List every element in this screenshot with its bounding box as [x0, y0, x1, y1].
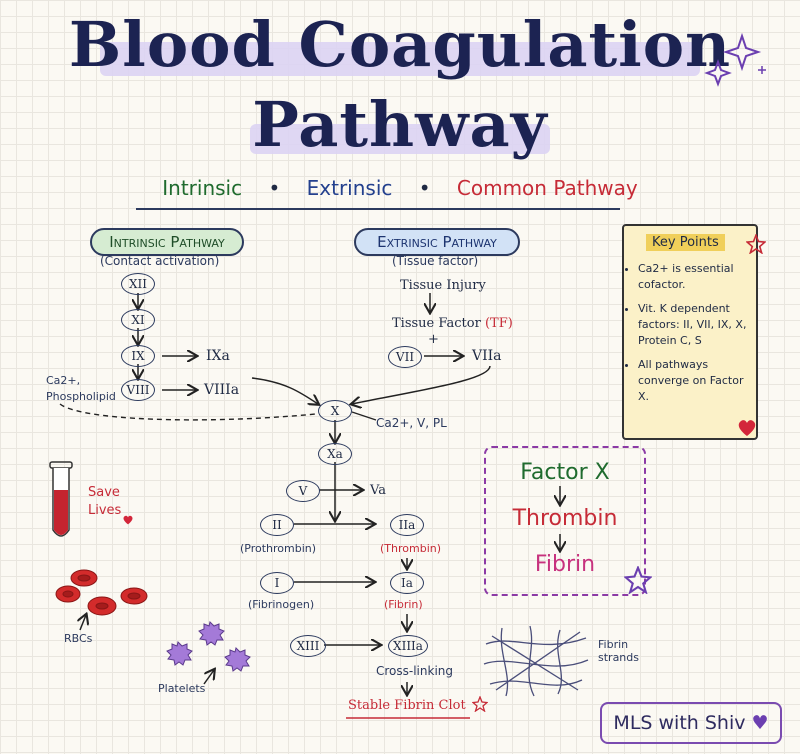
key-point-1: Ca2+ is essential cofactor.: [638, 261, 756, 293]
factor-xiii: XIII: [290, 635, 326, 657]
factor-xa: Xa: [318, 443, 352, 465]
extrinsic-note: (Tissue factor): [392, 254, 479, 268]
star-icon: [624, 566, 652, 594]
title-highlight-1: [100, 42, 700, 76]
tissue-factor-label: Tissue Factor: [392, 316, 481, 331]
thrombin-label: (Thrombin): [380, 542, 442, 555]
factor-ii: II: [260, 514, 294, 536]
factor-ia: Ia: [390, 572, 424, 594]
fibrinogen-label: (Fibrinogen): [248, 598, 315, 611]
subtitle-extrinsic: Extrinsic: [306, 176, 393, 200]
extrinsic-pathway-label: Extrinsic Pathway: [354, 228, 520, 256]
platelets-icon: [166, 621, 251, 672]
page-title-line2: Pathway: [252, 88, 548, 161]
title-highlight-2: [250, 124, 550, 154]
heart-icon: [123, 515, 133, 525]
heart-icon: ♥: [751, 712, 769, 734]
factor-viiia: VIIIa: [204, 382, 240, 398]
extrinsic-plus: +: [428, 332, 439, 347]
factor-x: X: [318, 400, 352, 422]
fibrin-strands-label: Fibrin strands: [598, 638, 639, 664]
credit-text: MLS with Shiv: [613, 712, 746, 734]
factor-xiiia: XIIIa: [388, 635, 428, 657]
fibrin-strands-icon: [483, 625, 589, 697]
intrinsic-pathway-label: Intrinsic Pathway: [90, 228, 244, 256]
page-title-line1: Blood Coagulation: [68, 8, 732, 81]
subtitle: Intrinsic • Extrinsic • Common Pathway: [0, 176, 800, 200]
left-cofactor-pl: Phospholipid: [46, 390, 116, 403]
summary-fibrin: Fibrin: [534, 552, 596, 577]
save-lives-label: Save Lives: [88, 485, 122, 518]
factor-iia: IIa: [390, 514, 424, 536]
sparkles-icon: [704, 32, 766, 87]
tissue-factor-abbr: (TF): [484, 316, 513, 331]
factor-va: Va: [370, 483, 386, 498]
tissue-factor: Tissue Factor (TF): [392, 316, 513, 331]
tissue-injury: Tissue Injury: [400, 278, 486, 293]
factor-vii: VII: [388, 346, 422, 368]
prothrombin-label: (Prothrombin): [240, 542, 317, 555]
heart-icon: [738, 420, 756, 436]
factor-ix: IX: [121, 345, 155, 367]
subtitle-bullet-2: •: [418, 176, 431, 200]
key-point-2: Vit. K dependent factors: II, VII, IX, X…: [638, 301, 756, 349]
key-points-heading: Key Points: [646, 234, 725, 251]
platelets-label: Platelets: [158, 682, 206, 695]
factor-v: V: [286, 480, 320, 502]
fibrin-label: (Fibrin): [384, 598, 423, 611]
subtitle-common: Common Pathway: [456, 176, 638, 200]
factor-ixa: IXa: [206, 348, 230, 364]
factor-xii: XII: [121, 273, 155, 295]
subtitle-underline: [136, 208, 620, 210]
star-icon: [472, 696, 488, 712]
left-cofactor-ca: Ca2+,: [46, 374, 81, 387]
factor-xi: XI: [121, 309, 155, 331]
key-points-box: Key Points Ca2+ is essential cofactor. V…: [622, 224, 758, 440]
factor-viii: VIII: [121, 379, 155, 401]
factor-i: I: [260, 572, 294, 594]
subtitle-bullet-1: •: [268, 176, 281, 200]
summary-box: Factor X Thrombin Fibrin: [484, 446, 646, 596]
test-tube-icon: [49, 461, 73, 537]
credit-badge: MLS with Shiv ♥: [600, 702, 782, 744]
rbcs-icon: [55, 569, 148, 616]
key-point-3: All pathways converge on Factor X.: [638, 357, 756, 405]
summary-thrombin: Thrombin: [512, 506, 618, 531]
key-points-list: Ca2+ is essential cofactor. Vit. K depen…: [624, 261, 756, 405]
stable-fibrin-clot: Stable Fibrin Clot: [348, 698, 466, 713]
cross-linking-label: Cross-linking: [376, 664, 454, 678]
rbcs-label: RBCs: [64, 632, 93, 645]
subtitle-intrinsic: Intrinsic: [162, 176, 243, 200]
star-icon: [746, 234, 766, 254]
factor-viia: VIIa: [472, 348, 502, 364]
right-cofactors: Ca2+, V, PL: [376, 416, 447, 430]
intrinsic-note: (Contact activation): [100, 254, 220, 268]
summary-factor-x: Factor X: [520, 460, 610, 485]
